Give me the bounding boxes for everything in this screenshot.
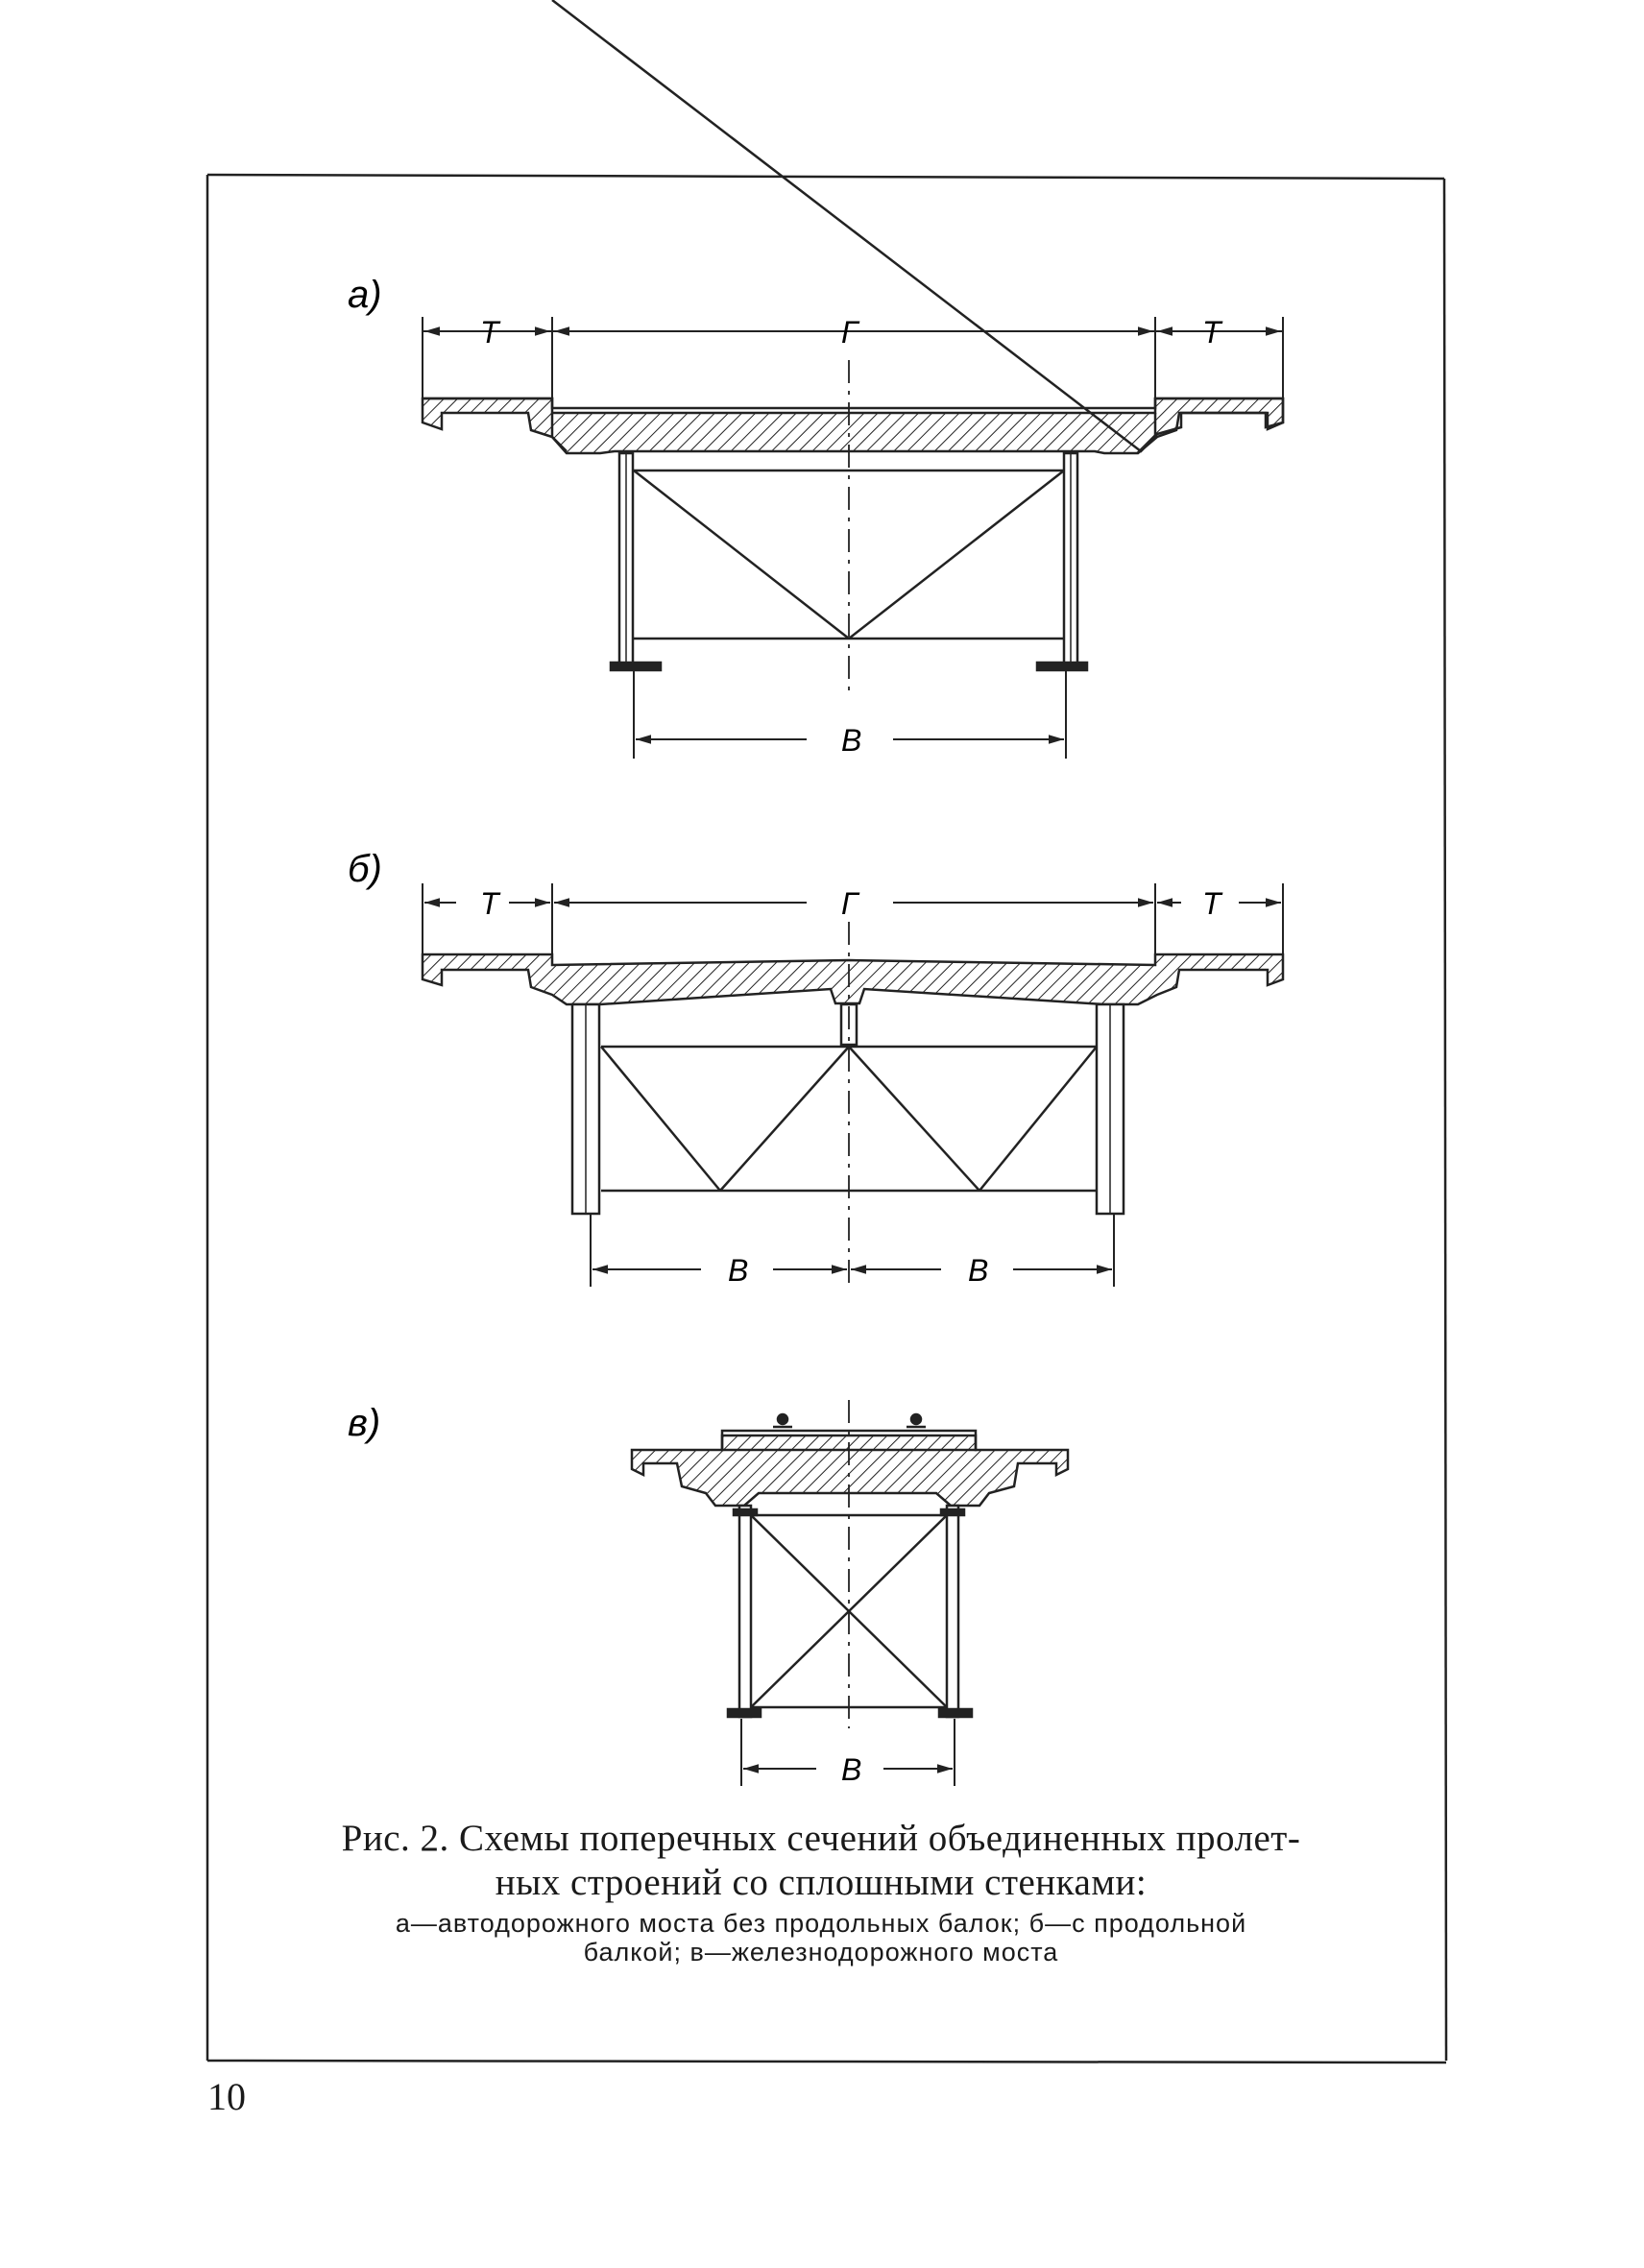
panel-b-dim-b-left: В	[728, 1253, 748, 1288]
panel-a-label: a)	[348, 274, 382, 316]
panel-b-section	[421, 883, 1285, 1287]
panel-b-label: б)	[348, 848, 382, 890]
panel-v-section	[630, 1400, 1070, 1786]
legend-line-2: балкой; в—железнодорожного моста	[583, 1938, 1059, 1966]
panel-b-dim-t-left: T	[480, 886, 501, 921]
page-frame	[206, 173, 1448, 2064]
page-number: 10	[207, 2075, 246, 2118]
figure-legend: а—автодорожного моста без продольных бал…	[288, 1909, 1354, 1966]
panel-v-label: в)	[348, 1402, 380, 1444]
panel-a-dim-g: Г	[841, 315, 860, 350]
panel-b-dim-b-right: В	[968, 1253, 988, 1288]
panel-a-dim-t-right: T	[1202, 315, 1223, 350]
caption-line-2: ных строений со сплошными стенками:	[495, 1862, 1148, 1903]
caption-line-1: Рис. 2. Схемы поперечных сечений объедин…	[341, 1818, 1301, 1859]
panel-a-dim-t-left: T	[480, 315, 501, 350]
legend-line-1: а—автодорожного моста без продольных бал…	[395, 1909, 1247, 1938]
panel-a-section	[421, 0, 1285, 759]
panel-v-dim-b: В	[841, 1752, 861, 1787]
panel-b-dim-t-right: T	[1202, 886, 1223, 921]
panel-b-dim-g: Г	[841, 886, 860, 921]
panel-a-dim-b: В	[841, 723, 861, 758]
figure-caption: Рис. 2. Схемы поперечных сечений объедин…	[288, 1817, 1354, 1905]
